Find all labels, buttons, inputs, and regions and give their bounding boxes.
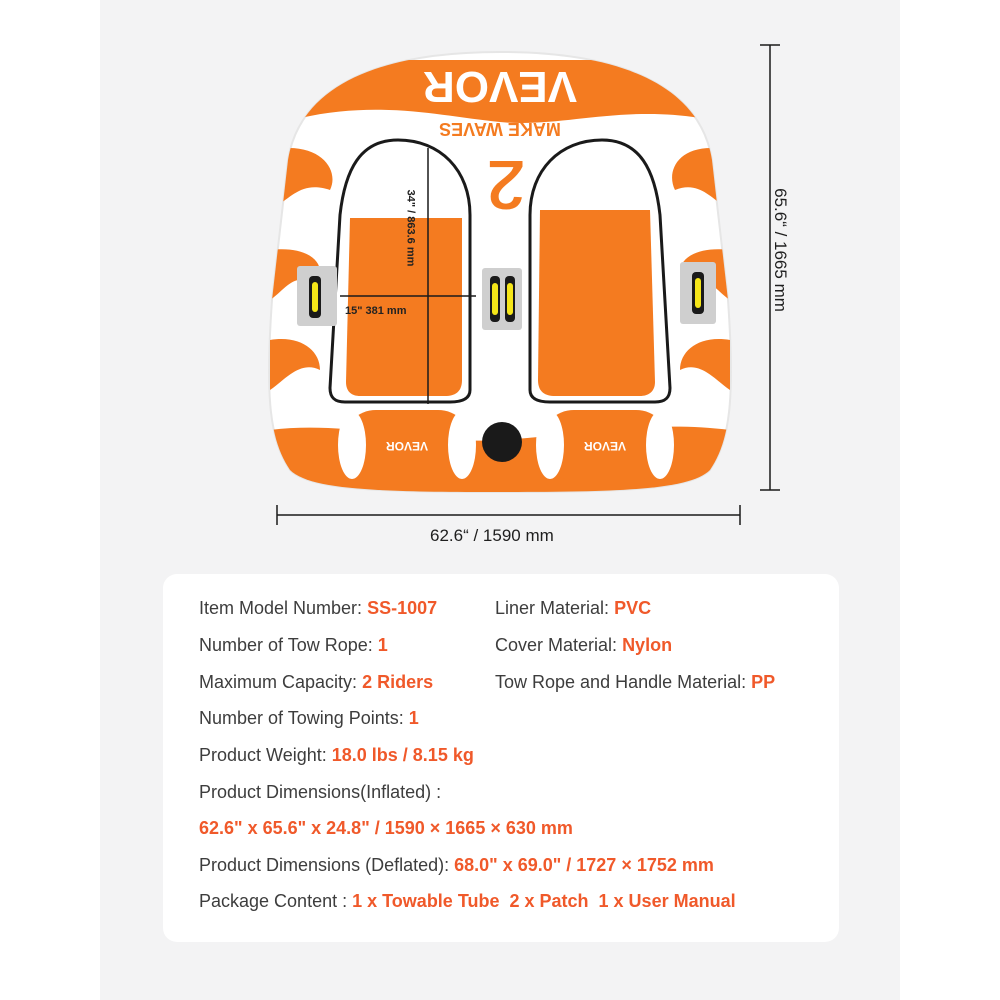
spec-tow-rope-value: 1: [377, 635, 388, 655]
right-seat-cushion: [538, 210, 655, 396]
spec-liner-value: PVC: [614, 598, 652, 618]
spec-package-label: Package Content :: [199, 891, 348, 911]
swirl-left-2: [270, 249, 320, 300]
spec-inflated-value-row: 62.6" x 65.6" x 24.8" / 1590 × 1665 × 63…: [199, 818, 573, 839]
bolster-left: VEVOR: [338, 410, 476, 480]
bolster-right-brand: VEVOR: [584, 439, 626, 453]
spec-package-item: 2 x Patch: [509, 891, 589, 911]
spec-towing-points-value: 1: [408, 708, 419, 728]
seat-width-label: 15" 381 mm: [345, 305, 407, 317]
spec-weight-label: Product Weight:: [199, 745, 327, 765]
spec-tow-rope: Number of Tow Rope: 1: [199, 635, 388, 656]
spec-liner-label: Liner Material:: [495, 598, 610, 618]
spec-model-value: SS-1007: [367, 598, 438, 618]
bolster-left-brand: VEVOR: [386, 439, 428, 453]
handle-right: [680, 262, 716, 324]
brand-logo: VEVOR: [423, 62, 577, 111]
left-seat-cushion: [346, 218, 462, 396]
spec-weight: Product Weight: 18.0 lbs / 8.15 kg: [199, 745, 474, 766]
spec-tow-rope-label: Number of Tow Rope:: [199, 635, 373, 655]
spec-inflated-label: Product Dimensions(Inflated) :: [199, 782, 442, 802]
spec-model-label: Item Model Number:: [199, 598, 363, 618]
seat-height-label: 34" / 863.6 mm: [404, 189, 417, 267]
width-label: 62.6“ / 1590 mm: [430, 526, 554, 545]
spec-capacity-value: 2 Riders: [362, 672, 434, 692]
towable-tube-illustration: VEVOR MAKE WAVES 2: [268, 44, 780, 525]
handle-left: [297, 266, 337, 326]
spec-towing-points: Number of Towing Points: 1: [199, 708, 419, 729]
spec-inflated-label-row: Product Dimensions(Inflated) :: [199, 782, 441, 803]
swirl-right-3: [680, 339, 730, 390]
seat-number: 2: [486, 144, 526, 224]
spec-capacity-label: Maximum Capacity:: [199, 672, 358, 692]
spec-handle-value: PP: [751, 672, 776, 692]
spec-model: Item Model Number: SS-1007: [199, 598, 437, 619]
spec-package: Package Content : 1 x Towable Tube 2 x Pa…: [199, 891, 736, 912]
spec-card: [163, 574, 839, 942]
swirl-left-3: [270, 339, 320, 390]
spec-handle: Tow Rope and Handle Material: PP: [495, 672, 775, 693]
spec-cover-label: Cover Material:: [495, 635, 618, 655]
swirl-top: [300, 60, 700, 124]
spec-package-item: 1 x User Manual: [598, 891, 736, 911]
slogan: MAKE WAVES: [439, 119, 561, 139]
spec-cover-value: Nylon: [622, 635, 673, 655]
height-label: 65.6“ / 1665 mm: [770, 188, 790, 312]
spec-liner: Liner Material: PVC: [495, 598, 651, 619]
spec-inflated-value: 62.6" x 65.6" x 24.8" / 1590 × 1665 × 63…: [199, 818, 573, 838]
handle-center: [482, 268, 522, 330]
spec-cover: Cover Material: Nylon: [495, 635, 672, 656]
spec-deflated-label: Product Dimensions (Deflated):: [199, 855, 450, 875]
bolster-right: VEVOR: [536, 410, 674, 480]
spec-package-item: 1 x Towable Tube: [352, 891, 500, 911]
tow-point: [482, 422, 522, 462]
spec-deflated-value: 68.0" x 69.0" / 1727 × 1752 mm: [454, 855, 714, 875]
spec-handle-label: Tow Rope and Handle Material:: [495, 672, 747, 692]
spec-towing-points-label: Number of Towing Points:: [199, 708, 404, 728]
spec-capacity: Maximum Capacity: 2 Riders: [199, 672, 433, 693]
spec-deflated: Product Dimensions (Deflated): 68.0" x 6…: [199, 855, 714, 876]
spec-weight-value: 18.0 lbs / 8.15 kg: [331, 745, 474, 765]
product-figure: VEVOR MAKE WAVES 2: [268, 44, 790, 545]
